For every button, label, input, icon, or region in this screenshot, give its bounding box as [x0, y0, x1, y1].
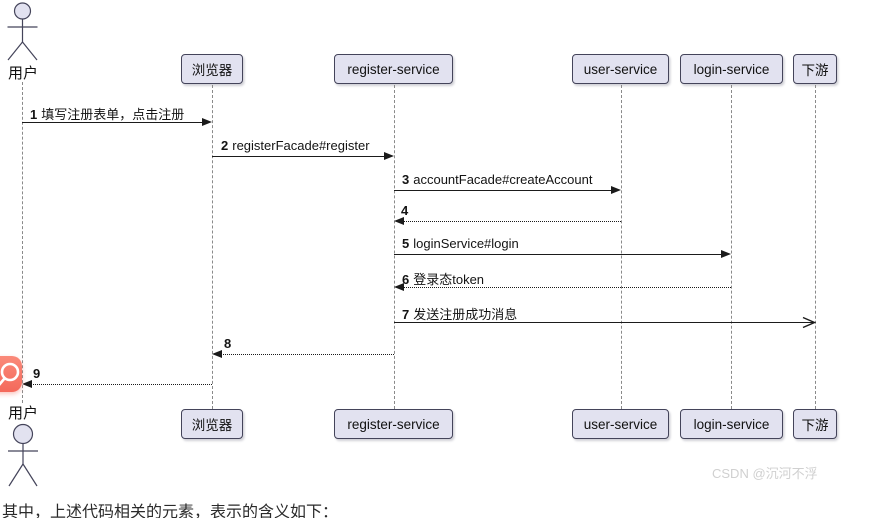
message-1-line [22, 122, 203, 123]
message-8-arrowhead-icon [212, 350, 222, 358]
lifeline-user-service [621, 85, 622, 409]
csdn-watermark: CSDN @沉河不浮 [712, 466, 818, 481]
participant-bottom-browser: 浏览器 [181, 409, 243, 439]
message-9-arrowhead-icon [22, 380, 32, 388]
participant-top-register-service: register-service [334, 54, 453, 84]
lifeline-user [22, 82, 23, 403]
actor-figure-top [7, 2, 38, 61]
message-8-line [221, 354, 394, 355]
lifeline-downstream [815, 85, 816, 409]
message-3-line [394, 190, 612, 191]
message-3-arrowhead-icon [611, 186, 621, 194]
actor-figure-bottom [8, 423, 38, 487]
message-6-arrowhead-icon [394, 283, 404, 291]
message-4-label: 4 [401, 203, 409, 218]
message-7-line [394, 322, 813, 323]
message-6-line [403, 287, 731, 288]
message-7-open-arrowhead-icon [802, 316, 816, 329]
participant-bottom-user-service: user-service [572, 409, 669, 439]
lifeline-register-service [394, 85, 395, 409]
participant-bottom-user-label: 用户 [7, 406, 38, 422]
floating-search-button[interactable] [0, 356, 22, 392]
participant-top-user-label: 用户 [7, 66, 38, 82]
message-9-line [31, 384, 212, 385]
message-1-arrowhead-icon [202, 118, 212, 126]
participant-top-downstream: 下游 [793, 54, 837, 84]
message-9-label: 9 [33, 366, 41, 381]
message-2-line [212, 156, 385, 157]
participant-bottom-register-service: register-service [334, 409, 453, 439]
message-5-arrowhead-icon [721, 250, 731, 258]
message-2-arrowhead-icon [384, 152, 394, 160]
message-4-line [403, 221, 621, 222]
participant-bottom-login-service: login-service [680, 409, 783, 439]
message-8-label: 8 [224, 336, 232, 351]
participant-top-user-service: user-service [572, 54, 669, 84]
participant-top-browser: 浏览器 [181, 54, 243, 84]
message-5-line [394, 254, 722, 255]
footer-caption: 其中，上述代码相关的元素，表示的含义如下： [2, 504, 339, 518]
participant-top-login-service: login-service [680, 54, 783, 84]
message-4-arrowhead-icon [394, 217, 404, 225]
participant-bottom-downstream: 下游 [793, 409, 837, 439]
lifeline-login-service [731, 85, 732, 409]
magnifier-icon [0, 362, 20, 386]
lifeline-browser [212, 85, 213, 409]
